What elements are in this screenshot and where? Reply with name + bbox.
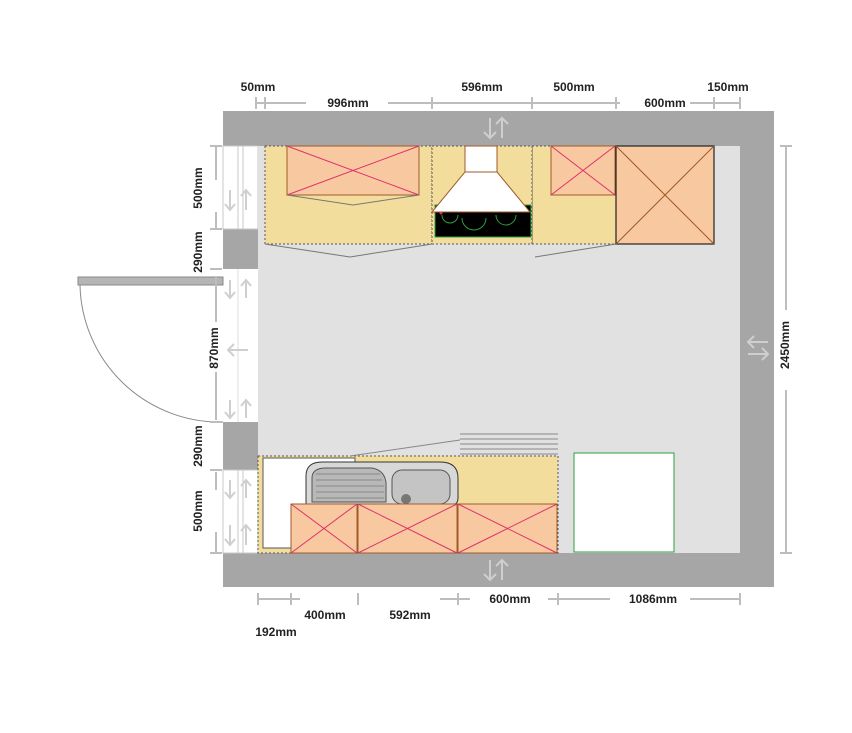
dim-bottom-400: 400mm bbox=[304, 608, 345, 622]
tall-cabinet[interactable] bbox=[615, 145, 715, 245]
dim-left-870: 870mm bbox=[207, 327, 221, 368]
dim-bottom-1086: 1086mm bbox=[629, 592, 677, 606]
wall-left-lower bbox=[223, 553, 258, 587]
dim-left-500-top: 500mm bbox=[191, 167, 205, 208]
dim-bottom-592: 592mm bbox=[389, 608, 430, 622]
wall-cabinet-2[interactable] bbox=[550, 145, 616, 196]
door-swing-arc bbox=[79, 284, 224, 423]
wall-left-segment-2 bbox=[223, 422, 258, 470]
dim-top-150: 150mm bbox=[707, 80, 748, 94]
cooktop[interactable] bbox=[430, 145, 533, 245]
dim-top-600: 600mm bbox=[644, 96, 685, 110]
dim-top-500: 500mm bbox=[553, 80, 594, 94]
base-cabinet-2[interactable] bbox=[357, 503, 458, 554]
base-cabinet-1[interactable] bbox=[290, 503, 358, 554]
wall-arrows bbox=[224, 116, 770, 582]
dimension-labels: 50mm 996mm 596mm 500mm 600mm 150mm 500mm… bbox=[191, 80, 792, 639]
dim-top-996: 996mm bbox=[327, 96, 368, 110]
window-upper[interactable] bbox=[222, 145, 259, 230]
walls bbox=[223, 111, 774, 587]
wall-left-upper bbox=[223, 111, 258, 146]
dim-bottom-192: 192mm bbox=[255, 625, 296, 639]
window-lower[interactable] bbox=[222, 469, 259, 554]
dim-left-290-bottom: 290mm bbox=[191, 425, 205, 466]
dimension-lines bbox=[210, 97, 792, 605]
dim-top-596: 596mm bbox=[461, 80, 502, 94]
sink[interactable] bbox=[305, 461, 459, 507]
bottom-counter-run bbox=[257, 433, 559, 554]
dim-left-500-bottom: 500mm bbox=[191, 490, 205, 531]
top-counter-run bbox=[264, 145, 715, 258]
dim-right-2450: 2450mm bbox=[778, 321, 792, 369]
wall-right bbox=[740, 111, 774, 587]
dim-left-290-top: 290mm bbox=[191, 231, 205, 272]
dim-bottom-600: 600mm bbox=[489, 592, 530, 606]
dim-top-50: 50mm bbox=[241, 80, 276, 94]
wall-left-segment-1 bbox=[223, 229, 258, 269]
wall-cabinet-1[interactable] bbox=[286, 145, 420, 206]
wall-top bbox=[223, 111, 774, 146]
door[interactable] bbox=[77, 269, 258, 423]
base-cabinet-3[interactable] bbox=[457, 503, 558, 554]
door-leaf[interactable] bbox=[77, 276, 224, 286]
appliance-box[interactable] bbox=[573, 452, 675, 553]
wall-bottom bbox=[223, 553, 774, 587]
